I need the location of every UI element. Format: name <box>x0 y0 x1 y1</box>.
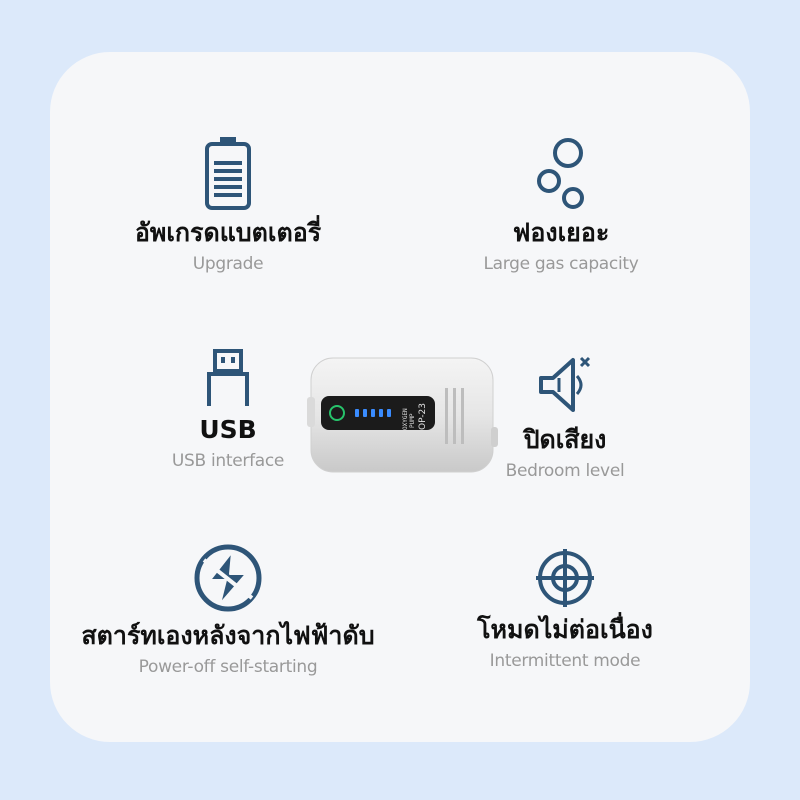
feature-subtitle: Power-off self-starting <box>138 657 318 677</box>
feature-mute: ปิดเสียง Bedroom level <box>415 352 715 482</box>
device-label-line1: OXYGEN <box>402 408 409 430</box>
mute-speaker-icon <box>539 356 591 412</box>
feature-title: อัพเกรดแบตเตอรี่ <box>134 218 322 247</box>
bubbles-icon <box>537 138 584 209</box>
feature-power-off-self-starting: สตาร์ทเองหลังจากไฟฟ้าดับ Power-off self-… <box>78 542 378 678</box>
power-button-icon <box>329 405 345 421</box>
oxygen-pump-device: OXYGEN PUMP OP-23 <box>305 352 500 477</box>
battery-icon <box>205 137 251 210</box>
feature-subtitle: USB interface <box>171 451 285 471</box>
feature-subtitle: Large gas capacity <box>483 254 639 274</box>
feature-intermittent-mode: โหมดไม่ต่อเนื่อง Intermittent mode <box>415 548 715 672</box>
battery-led <box>379 409 383 417</box>
battery-led <box>363 409 367 417</box>
feature-subtitle: Bedroom level <box>505 461 625 481</box>
feature-title: สตาร์ทเองหลังจากไฟฟ้าดับ <box>81 621 375 650</box>
feature-title: โหมดไม่ต่อเนื่อง <box>477 615 653 644</box>
usb-icon <box>207 349 249 406</box>
battery-led <box>387 409 391 417</box>
battery-led <box>371 409 375 417</box>
device-label-line2: PUMP <box>409 413 416 428</box>
device-model: OP-23 <box>418 403 428 430</box>
feature-subtitle: Intermittent mode <box>489 651 641 671</box>
feature-large-gas-capacity: ฟองเยอะ Large gas capacity <box>411 135 711 275</box>
feature-upgrade: อัพเกรดแบตเตอรี่ Upgrade <box>78 135 378 275</box>
lightning-circle-icon <box>194 544 262 612</box>
feature-usb: USB USB interface <box>78 348 378 472</box>
battery-led <box>355 409 359 417</box>
feature-title: USB <box>199 415 257 444</box>
feature-title: ปิดเสียง <box>523 425 607 454</box>
feature-title: ฟองเยอะ <box>512 218 610 247</box>
crosshair-icon <box>536 549 594 607</box>
feature-subtitle: Upgrade <box>192 254 264 274</box>
